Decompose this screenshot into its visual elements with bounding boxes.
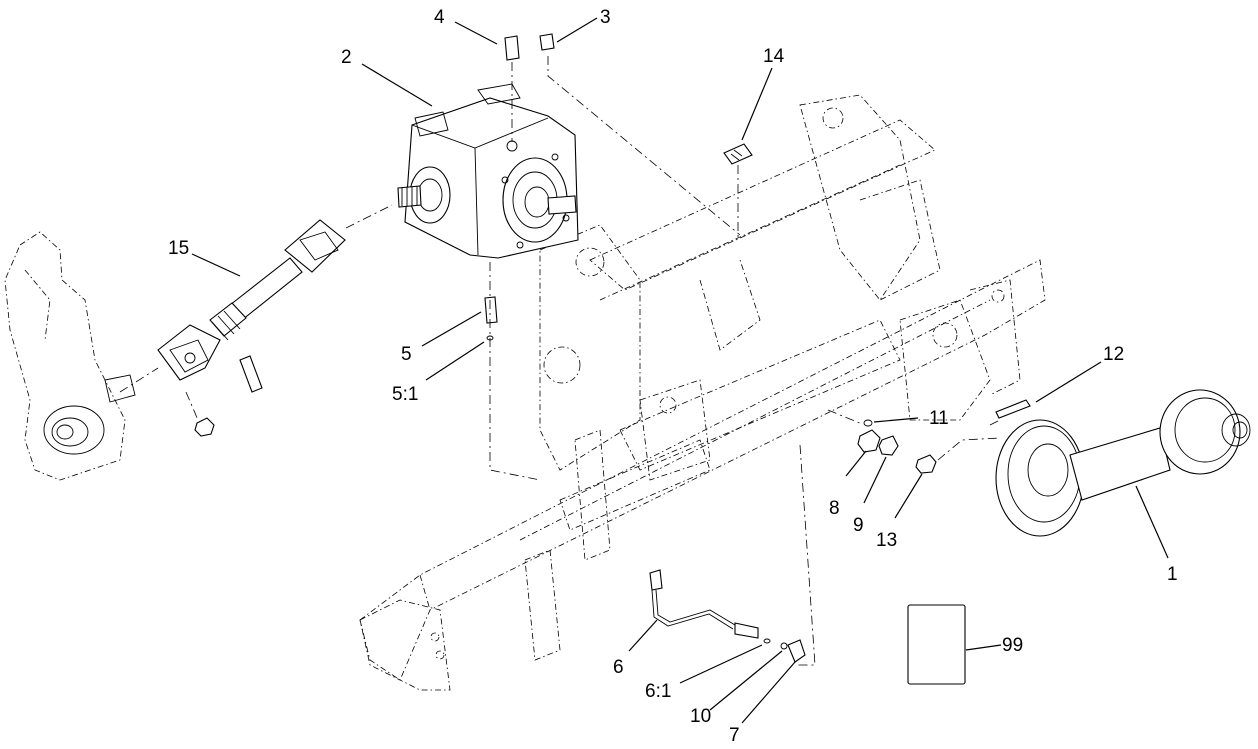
callout-9: 9 (853, 515, 864, 536)
driveshaft-assembly (157, 219, 346, 437)
callout-labels: 4 3 2 14 15 5 5:1 12 11 8 9 13 1 6 6:1 1… (168, 7, 1178, 746)
manual-document (907, 604, 966, 685)
callout-7: 7 (729, 725, 740, 746)
callout-2: 2 (341, 47, 352, 68)
callout-5-1: 5:1 (392, 384, 418, 405)
main-frame-ghost (359, 94, 1046, 691)
spindle-housing-ghost (4, 231, 136, 481)
callout-1: 1 (1167, 564, 1178, 585)
callout-8: 8 (829, 498, 840, 519)
callout-14: 14 (763, 46, 785, 67)
callout-6-1: 6:1 (645, 681, 671, 702)
callout-13: 13 (876, 530, 897, 551)
callout-15: 15 (168, 238, 189, 259)
callout-5: 5 (401, 344, 412, 365)
pto-shaft (995, 389, 1251, 537)
callout-3: 3 (600, 7, 611, 28)
small-parts (484, 33, 1031, 474)
callout-4: 4 (434, 7, 445, 28)
callout-11: 11 (929, 408, 949, 429)
callout-12: 12 (1103, 344, 1124, 365)
assembly-lines (119, 56, 1001, 666)
leader-lines (191, 17, 1169, 724)
callout-99: 99 (1002, 635, 1023, 656)
callout-6: 6 (613, 657, 624, 678)
gearbox-assembly (397, 83, 579, 259)
callout-10: 10 (690, 706, 711, 727)
hydraulic-line (649, 569, 806, 663)
